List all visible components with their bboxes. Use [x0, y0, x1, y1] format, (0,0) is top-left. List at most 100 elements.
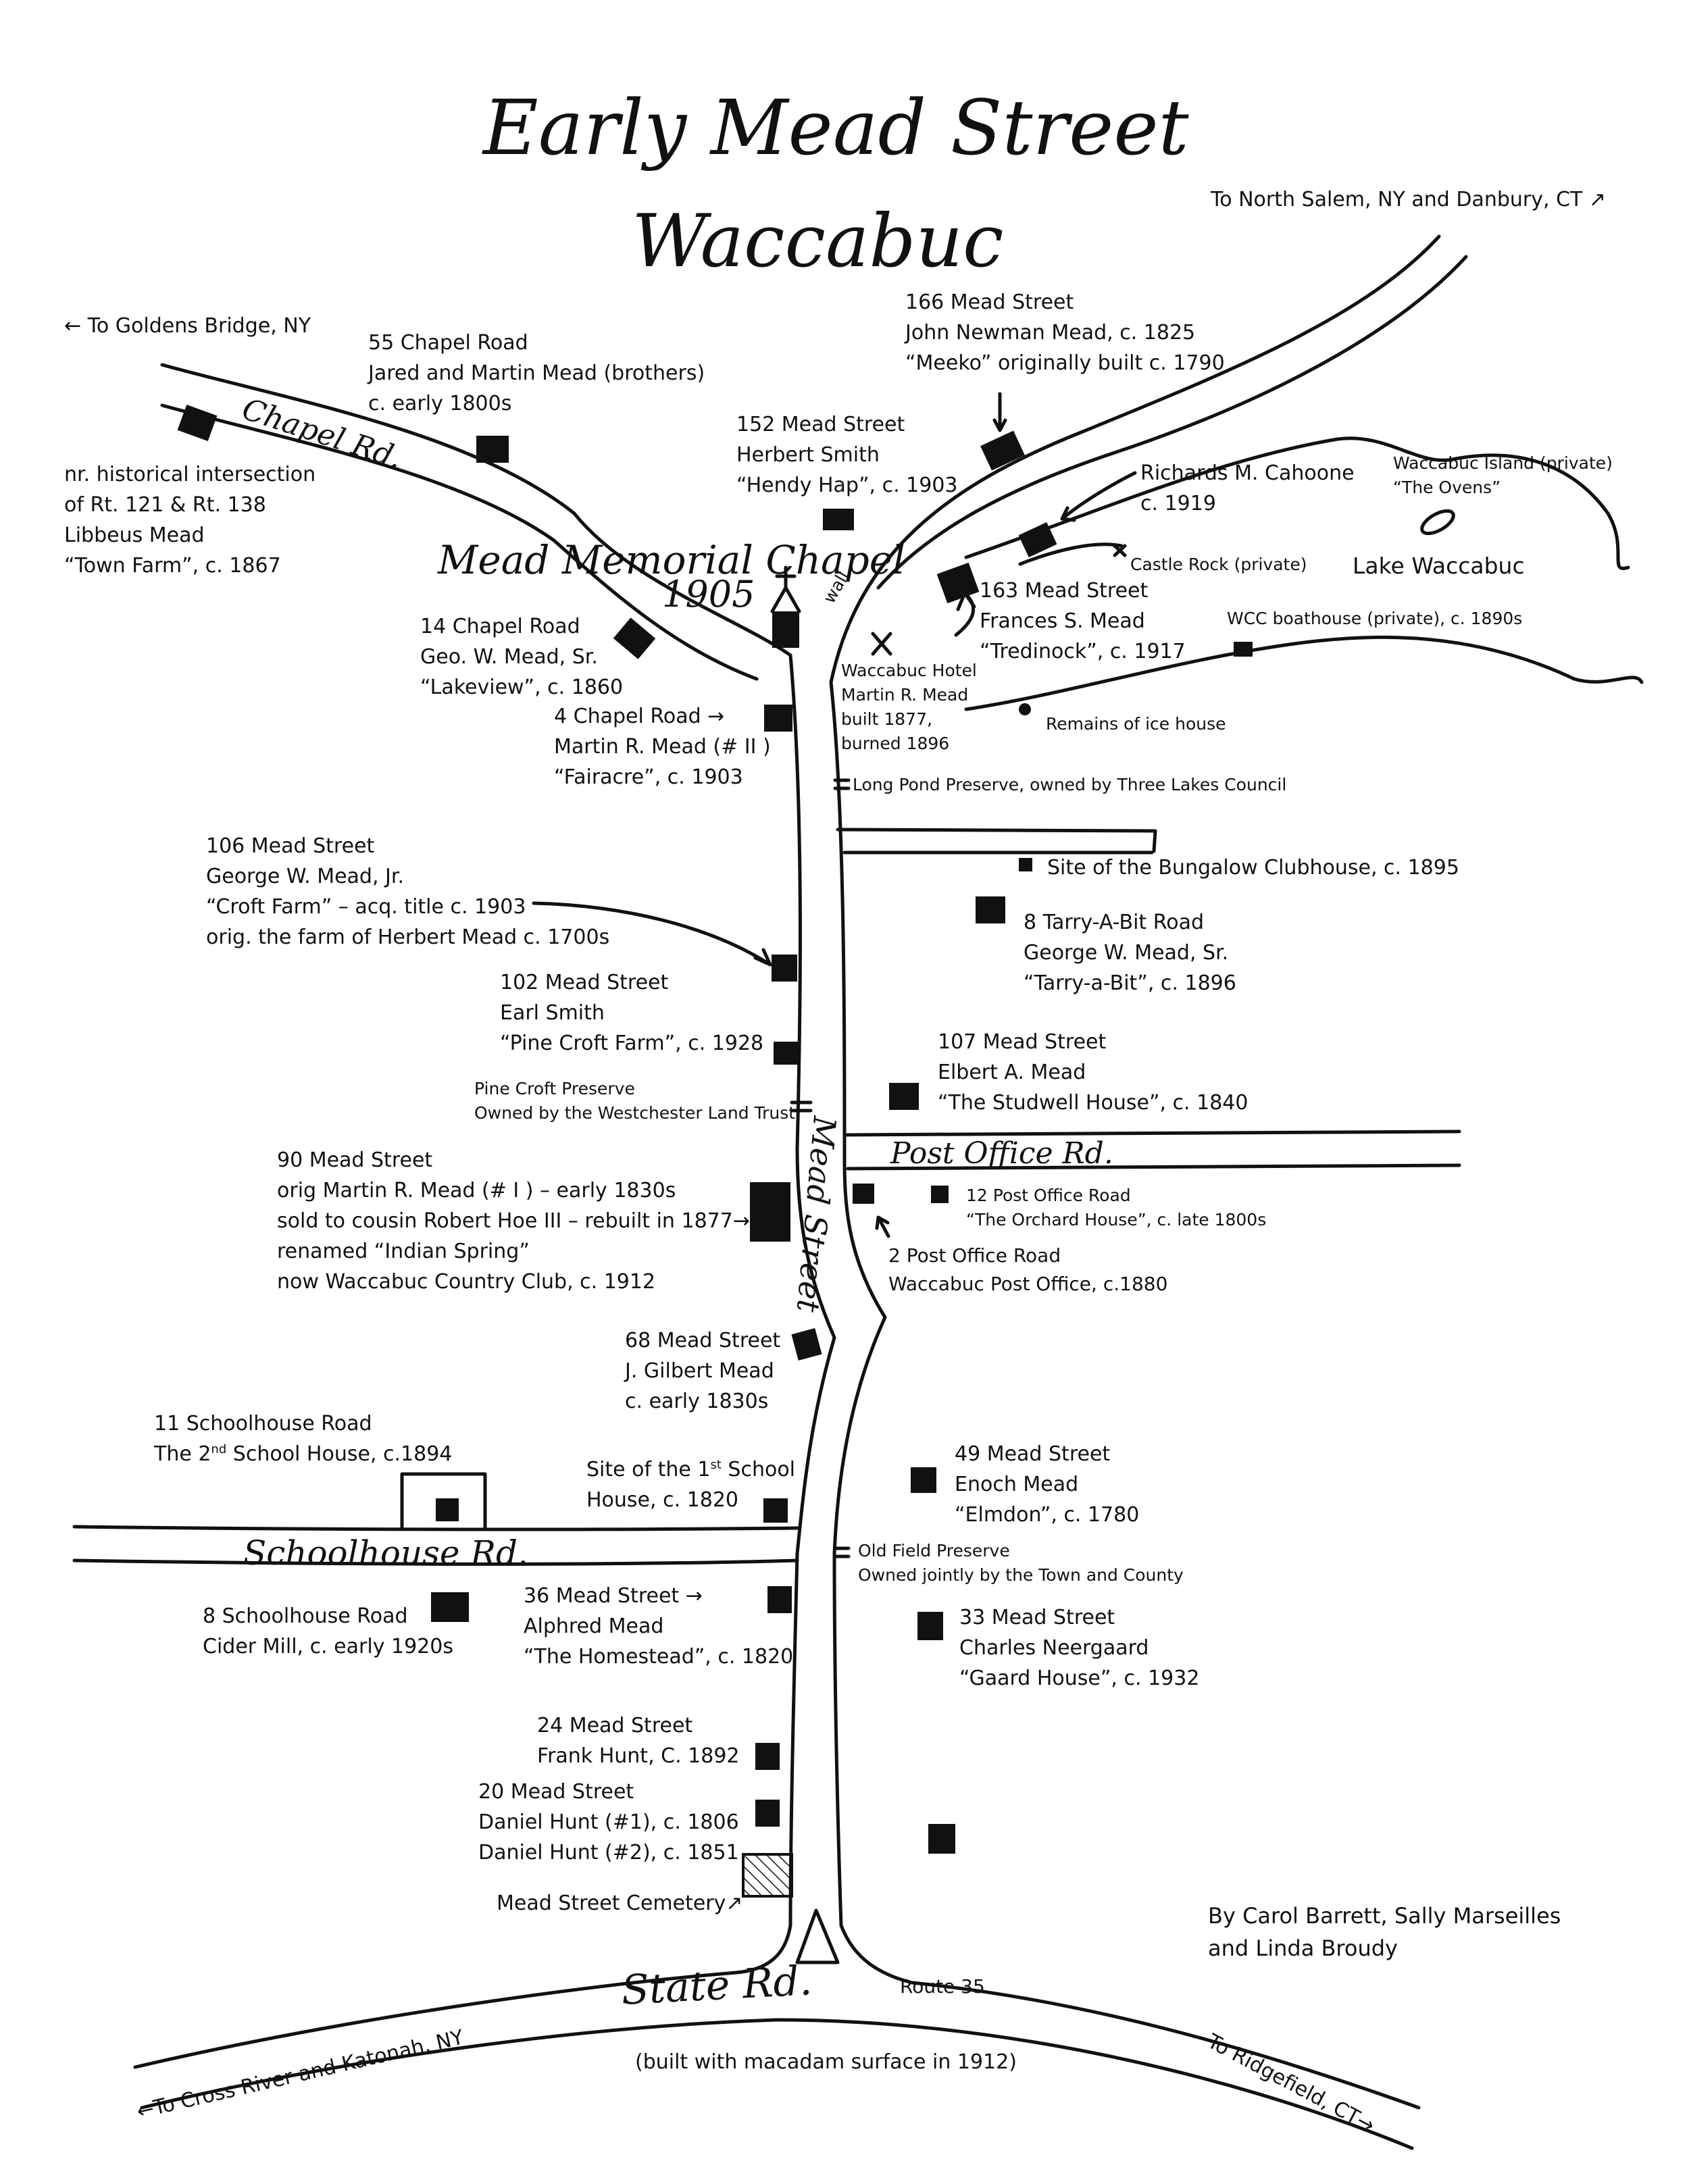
schoolhouse-road-label: Schoolhouse Rd. — [243, 1533, 528, 1573]
arrow-106 — [532, 901, 772, 967]
building-14-chapel — [613, 617, 656, 659]
building-cahoone — [1018, 522, 1057, 558]
arrow-166 — [992, 392, 1007, 432]
label-4-chapel-road: 4 Chapel Road →Martin R. Mead (# II )“Fa… — [554, 705, 771, 789]
label-12-post-office-road: 12 Post Office Road“The Orchard House”, … — [966, 1186, 1267, 1229]
building-boathouse — [1234, 642, 1253, 657]
lake-shoreline-north — [964, 436, 1630, 570]
lake-shore-notch — [1018, 542, 1124, 566]
building-20-mead — [755, 1800, 780, 1827]
building-4-chapel — [764, 705, 792, 732]
chapel-year: 1905 — [662, 573, 755, 615]
direction-goldens-bridge: ← To Goldens Bridge, NY — [64, 314, 311, 338]
label-11-schoolhouse-road: 11 Schoolhouse Road The 2nd School House… — [154, 1412, 453, 1466]
direction-north-salem: To North Salem, NY and Danbury, CT ↗ — [1211, 188, 1607, 211]
label-mead-street-cemetery: Mead Street Cemetery↗ — [497, 1891, 743, 1915]
lake-waccabuc-label: Lake Waccabuc — [1353, 553, 1525, 579]
north-road-west-edge — [829, 234, 1441, 684]
route-35-label: Route 35 — [900, 1975, 985, 1998]
building-southeast — [928, 1824, 955, 1854]
state-road-north-edge — [133, 1923, 792, 2069]
ice-house-remains — [1019, 703, 1031, 715]
north-road-east-edge — [876, 255, 1468, 590]
arrow-163 — [954, 591, 976, 637]
post-office-road-label: Post Office Rd. — [890, 1136, 1113, 1171]
building-33-mead — [917, 1612, 943, 1640]
label-boathouse: WCC boathouse (private), c. 1890s — [1227, 609, 1523, 628]
chapel-road-south-edge — [160, 403, 759, 681]
building-55-chapel — [476, 436, 509, 463]
mead-street-east-edge — [829, 680, 887, 1927]
castle-rock-mark — [1113, 544, 1127, 557]
label-long-pond-preserve: Long Pond Preserve, owned by Three Lakes… — [853, 775, 1287, 794]
state-road-note: (built with macadam surface in 1912) — [635, 2050, 1017, 2074]
old-field-tick — [833, 1546, 851, 1558]
monument-triangle — [795, 1908, 840, 1964]
mead-street-west-edge — [788, 653, 836, 1927]
label-ice-house: Remains of ice house — [1046, 714, 1226, 734]
lane-north — [836, 828, 1157, 853]
building-11-schoolhouse — [436, 1498, 459, 1521]
building-first-school-site — [763, 1498, 788, 1523]
pine-croft-tick — [790, 1100, 813, 1113]
chapel-cross — [775, 565, 797, 590]
cemetery-plot — [742, 1853, 793, 1898]
label-castle-rock: Castle Rock (private) — [1130, 555, 1307, 574]
building-24-mead — [755, 1743, 780, 1770]
chapel-name: Mead Memorial Chapel — [438, 537, 905, 583]
arrow-cahoone — [1060, 471, 1137, 522]
building-166-mead — [980, 430, 1025, 471]
building-36-mead — [767, 1586, 792, 1613]
building-107-mead — [889, 1083, 919, 1110]
building-106-mead — [772, 955, 797, 982]
building-2-post-office — [853, 1184, 874, 1204]
state-road-label: State Rd. — [620, 1957, 813, 2014]
label-first-school-site: Site of the 1st School House, c. 1820 — [586, 1458, 796, 1512]
map-title-line2: Waccabuc — [632, 199, 1004, 284]
arrow-po2 — [875, 1215, 890, 1238]
hotel-site-x — [871, 632, 892, 656]
building-12-post-office — [931, 1186, 949, 1203]
building-152-mead — [823, 509, 854, 530]
building-8-schoolhouse — [431, 1592, 469, 1622]
state-road-south-edge — [140, 2018, 1414, 2150]
map-title-line1: Early Mead Street — [483, 84, 1189, 172]
building-49-mead — [911, 1467, 936, 1493]
chapel-road-north-edge — [160, 363, 792, 657]
building-90-mead — [750, 1182, 790, 1242]
chapel-spire — [770, 586, 801, 613]
label-waccabuc-island: Waccabuc Island (private)“The Ovens” — [1393, 453, 1613, 497]
state-road-north-edge-east — [839, 1923, 1421, 2110]
label-bungalow-site: Site of the Bungalow Clubhouse, c. 1895 — [1047, 856, 1459, 880]
post-office-road-north — [842, 1129, 1461, 1137]
label-36-mead-street: 36 Mead Street →Alphred Mead“The Homeste… — [524, 1584, 794, 1669]
schoolhouse-road-north — [72, 1525, 799, 1531]
lake-shoreline-south — [964, 635, 1644, 711]
waccabuc-island — [1420, 509, 1455, 536]
building-chapel — [772, 611, 799, 648]
building-tarry-a-bit — [976, 896, 1005, 923]
